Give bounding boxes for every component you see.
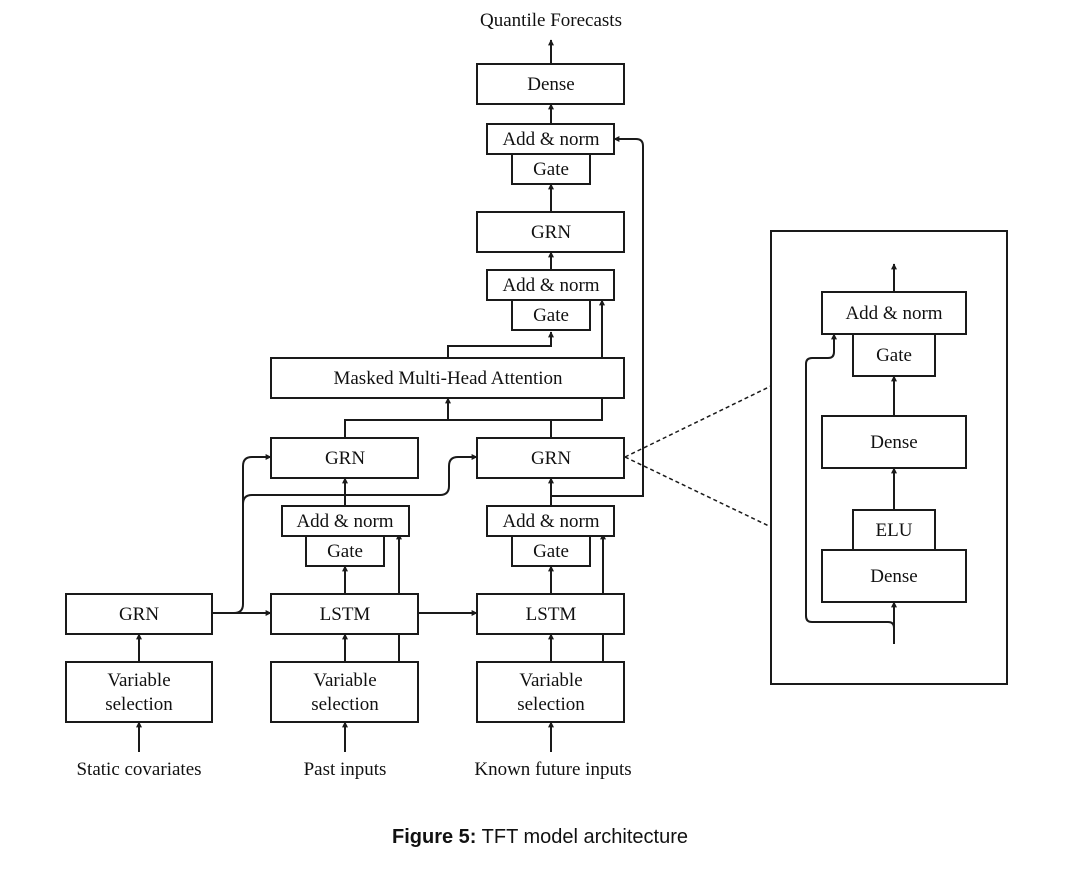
varsel-static-line1: Variable [107,670,170,691]
input-past-label: Past inputs [304,759,387,780]
gate-future-block: Gate [511,535,591,567]
detail-addnorm-block: Add & norm [821,291,967,335]
grn-future-block: GRN [476,437,625,479]
detail-dense-lower-block: Dense [821,549,967,603]
grn-upper-label: GRN [531,222,571,243]
grn-past-block: GRN [270,437,419,479]
attention-block: Masked Multi-Head Attention [270,357,625,399]
edge-static-grn-to-grn-past [212,454,272,614]
detail-dense-lower-label: Dense [870,566,917,587]
dense-top-label: Dense [527,74,574,95]
grn-static-block: GRN [65,593,213,635]
edge-attention-to-gate-attn [447,331,554,358]
varsel-future-line1: Variable [519,670,582,691]
input-static-label: Static covariates [76,759,201,780]
addnorm-future-block: Add & norm [486,505,615,537]
caption-text: TFT model architecture [481,826,689,848]
varsel-future-line2: selection [517,694,585,715]
edge-detail-skip [805,333,895,629]
varsel-past-block: Variable selection [270,661,419,723]
detail-elu-block: ELU [852,509,936,551]
detail-gate-label: Gate [876,345,912,366]
lstm-future-label: LSTM [526,604,577,625]
detail-gate-block: Gate [852,333,936,377]
grn-past-label: GRN [325,448,365,469]
detail-dense-upper-label: Dense [870,432,917,453]
gate-past-label: Gate [327,541,363,562]
caption-label: Figure 5: [391,826,477,848]
grn-future-label: GRN [531,448,571,469]
edge-static-grn-to-grn-future [242,454,478,604]
zoom-line-upper [624,385,772,458]
addnorm-future-label: Add & norm [502,511,599,532]
gate-top-block: Gate [511,153,591,185]
gate-attn-label: Gate [533,305,569,326]
varsel-past-line1: Variable [313,670,376,691]
grn-detail-panel [770,230,1008,685]
addnorm-attn-block: Add & norm [486,269,615,301]
lstm-past-label: LSTM [320,604,371,625]
input-future-label: Known future inputs [474,759,631,780]
detail-addnorm-label: Add & norm [845,303,942,324]
output-label: Quantile Forecasts [480,10,622,31]
varsel-future-block: Variable selection [476,661,625,723]
figure-caption: Figure 5: TFT model architecture [0,826,1080,849]
grn-upper-block: GRN [476,211,625,253]
addnorm-attn-label: Add & norm [502,275,599,296]
edge-grn-past-to-attention [344,397,451,438]
zoom-line-lower [624,456,772,528]
addnorm-past-label: Add & norm [296,511,393,532]
varsel-past-line2: selection [311,694,379,715]
addnorm-past-block: Add & norm [281,505,410,537]
gate-past-block: Gate [305,535,385,567]
edge-skip-to-addnorm-top [550,136,644,505]
addnorm-top-label: Add & norm [502,129,599,150]
addnorm-top-block: Add & norm [486,123,615,155]
detail-elu-label: ELU [876,520,913,541]
varsel-static-line2: selection [105,694,173,715]
gate-attn-block: Gate [511,299,591,331]
detail-dense-upper-block: Dense [821,415,967,469]
dense-top-block: Dense [476,63,625,105]
gate-future-label: Gate [533,541,569,562]
grn-static-label: GRN [119,604,159,625]
lstm-past-block: LSTM [270,593,419,635]
varsel-static-block: Variable selection [65,661,213,723]
attention-label: Masked Multi-Head Attention [333,368,563,389]
lstm-future-block: LSTM [476,593,625,635]
gate-top-label: Gate [533,159,569,180]
